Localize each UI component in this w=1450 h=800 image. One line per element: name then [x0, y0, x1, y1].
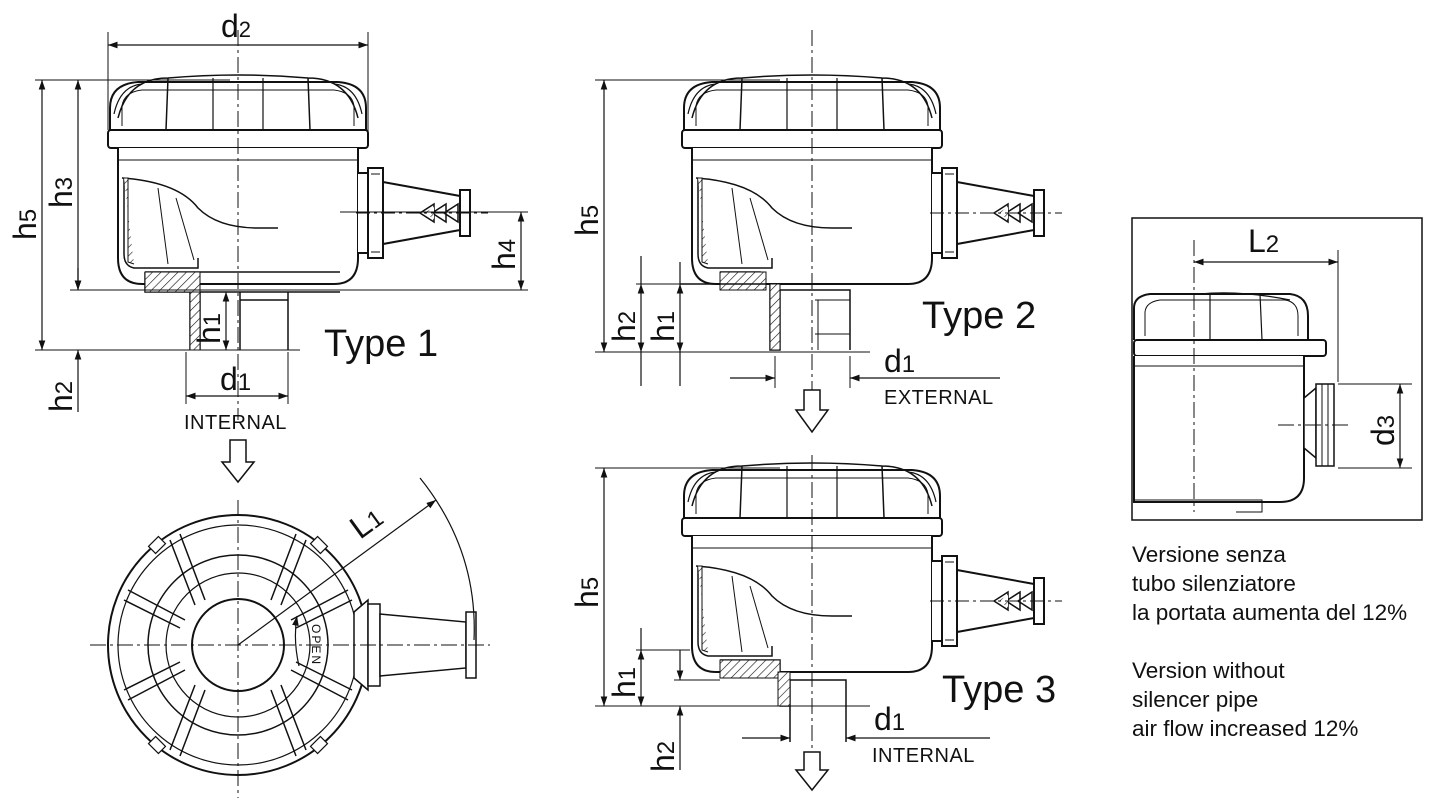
open-label: OPEN — [309, 624, 323, 666]
type1-h5-label: h5 — [7, 209, 43, 240]
type3-d1-caption: INTERNAL — [872, 745, 975, 767]
note-english-line1: Version without — [1132, 658, 1285, 683]
detail-L2-label: L2 — [1248, 223, 1279, 259]
detail-d3-label: d3 — [1365, 415, 1401, 446]
type1-d2-label: d2 — [221, 8, 251, 44]
type1-d1-label: d1 — [220, 361, 251, 397]
down-arrow-icon — [794, 751, 830, 792]
type1-h2-label: h2 — [43, 381, 79, 412]
type2-view: h5 h2 h1 d1 EXTERNAL Type 2 — [569, 30, 1063, 434]
type2-title: Type 2 — [922, 295, 1036, 337]
type2-h5-label: h5 — [569, 205, 605, 236]
top-view: L1 OPEN — [90, 477, 490, 798]
type3-d1-label: d1 — [874, 701, 905, 737]
type2-h2-label: h2 — [606, 311, 642, 342]
note-italian-line3: la portata aumenta del 12% — [1132, 600, 1408, 625]
type1-h3-label: h3 — [43, 177, 79, 208]
type2-d1-caption: EXTERNAL — [884, 387, 994, 409]
type1-title: Type 1 — [324, 323, 438, 365]
note-english: Version without silencer pipe air flow i… — [1132, 656, 1358, 743]
down-arrow-icon — [794, 389, 830, 434]
type3-view: h5 h1 h2 d1 INTERNAL Type 3 — [569, 455, 1063, 792]
type1-h4-label: h4 — [486, 239, 522, 270]
open-arrow-icon — [292, 615, 300, 667]
type2-h1-label: h1 — [645, 311, 681, 342]
type1-view: d2 h5 h3 h4 h1 h2 d1 INTERNAL Type 1 — [7, 8, 528, 484]
type1-h1-label: h1 — [191, 313, 227, 344]
note-italian-line2: tubo silenziatore — [1132, 571, 1296, 596]
note-english-line3: air flow increased 12% — [1132, 716, 1359, 741]
detail-view: L2 d3 — [1131, 217, 1423, 521]
type2-d1-label: d1 — [884, 343, 915, 379]
down-arrow-icon — [220, 439, 256, 484]
type3-h5-label: h5 — [569, 577, 605, 608]
note-english-line2: silencer pipe — [1132, 687, 1259, 712]
type3-h2-label: h2 — [645, 741, 681, 772]
type3-h1-label: h1 — [606, 667, 642, 698]
type1-d1-caption: INTERNAL — [184, 412, 287, 434]
note-italian: Versione senza tubo silenziatore la port… — [1132, 540, 1407, 627]
note-italian-line1: Versione senza — [1132, 542, 1286, 567]
type3-title: Type 3 — [942, 669, 1056, 711]
